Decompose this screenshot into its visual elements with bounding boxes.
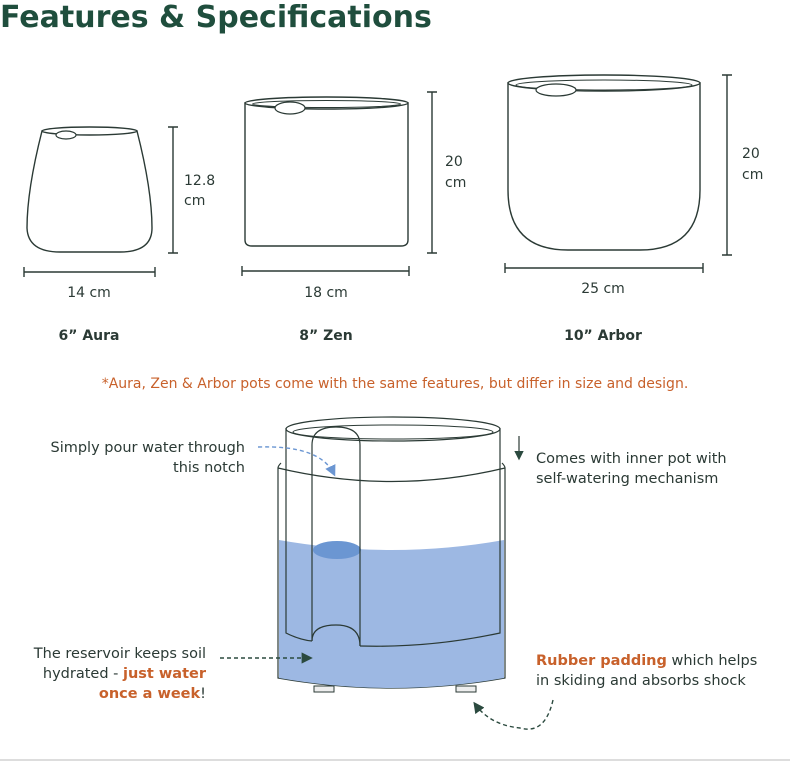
zen-name: 8” Zen: [299, 328, 352, 344]
aura-height-unit: cm: [184, 193, 205, 209]
reservoir-caption-2: hydrated - just water: [43, 666, 207, 682]
padding-caption-2: in skiding and absorbs shock: [536, 673, 746, 689]
arbor-height-unit: cm: [742, 167, 763, 183]
rubber-foot: [455, 685, 477, 693]
self-watering-diagram: [220, 416, 554, 730]
notch-arrow-icon: [257, 446, 336, 477]
aura-height: 12.8: [184, 173, 215, 189]
reservoir-caption: The reservoir keeps soil: [33, 646, 206, 662]
inner-pot-caption: Comes with inner pot with: [536, 451, 727, 467]
inner-pot-caption-2: self-watering mechanism: [536, 471, 718, 487]
aura-width: 14 cm: [67, 285, 111, 301]
water-reservoir: [279, 540, 504, 688]
aura-name: 6” Aura: [59, 328, 120, 344]
arbor-pot: 20 cm 25 cm 10” Arbor: [504, 74, 763, 344]
zen-pot: 20 cm 18 cm 8” Zen: [241, 91, 466, 344]
notch-caption-2: this notch: [173, 460, 245, 476]
zen-height: 20: [445, 154, 463, 170]
reservoir-caption-3: once a week!: [99, 686, 206, 702]
zen-width: 18 cm: [304, 285, 348, 301]
aura-pot: 12.8 cm 14 cm 6” Aura: [23, 126, 215, 344]
padding-arrow-icon: [473, 699, 554, 730]
footnote: *Aura, Zen & Arbor pots come with the sa…: [102, 376, 689, 392]
arbor-height: 20: [742, 146, 760, 162]
page-title: Features & Specifications: [0, 0, 432, 35]
arbor-name: 10” Arbor: [564, 328, 642, 344]
zen-height-unit: cm: [445, 175, 466, 191]
rubber-foot: [313, 685, 335, 693]
arbor-width: 25 cm: [581, 281, 625, 297]
notch-caption: Simply pour water through: [50, 440, 245, 456]
padding-caption: Rubber padding which helps: [536, 653, 757, 669]
